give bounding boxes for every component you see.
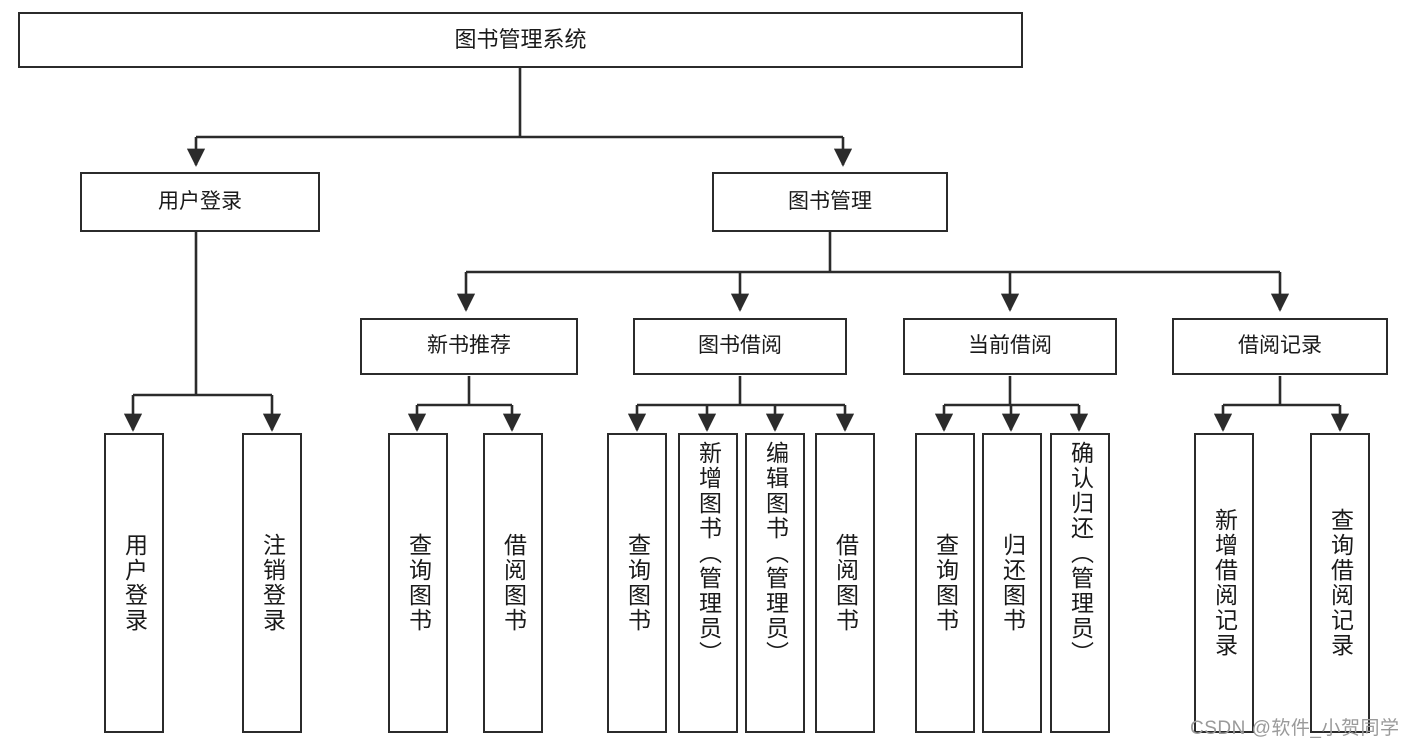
node-book-borrow[interactable]: 图书借阅 [633,318,847,375]
node-leaf-return-book[interactable]: 归还图书 [982,433,1042,733]
node-root[interactable]: 图书管理系统 [18,12,1023,68]
node-leaf-borrow-book-1-label: 借阅图书 [500,533,527,633]
node-leaf-edit-book-label: 编辑图书（管理员） [762,441,789,666]
node-leaf-user-login[interactable]: 用户登录 [104,433,164,733]
watermark-text: CSDN @软件_小贺同学 [1190,718,1400,739]
node-leaf-borrow-book-2-label: 借阅图书 [832,533,859,633]
node-leaf-query-book-1-label: 查询图书 [405,533,432,633]
node-leaf-query-book-3[interactable]: 查询图书 [915,433,975,733]
node-leaf-edit-book[interactable]: 编辑图书（管理员） [745,433,805,733]
node-borrow-record[interactable]: 借阅记录 [1172,318,1388,375]
node-leaf-add-book[interactable]: 新增图书（管理员） [678,433,738,733]
node-leaf-add-book-label: 新增图书（管理员） [695,441,722,666]
node-leaf-query-book-2-label: 查询图书 [624,533,651,633]
node-leaf-user-logout[interactable]: 注销登录 [242,433,302,733]
node-leaf-query-record[interactable]: 查询借阅记录 [1310,433,1370,733]
node-leaf-add-record[interactable]: 新增借阅记录 [1194,433,1254,733]
node-root-label: 图书管理系统 [454,27,587,53]
node-leaf-return-book-label: 归还图书 [999,533,1026,633]
node-current-borrow-label: 当前借阅 [968,334,1052,358]
node-book-manage[interactable]: 图书管理 [712,172,948,232]
node-leaf-borrow-book-2[interactable]: 借阅图书 [815,433,875,733]
node-user-login-label: 用户登录 [158,189,242,213]
node-leaf-confirm-return[interactable]: 确认归还（管理员） [1050,433,1110,733]
node-leaf-query-record-label: 查询借阅记录 [1327,508,1354,658]
node-borrow-record-label: 借阅记录 [1238,334,1322,358]
node-leaf-borrow-book-1[interactable]: 借阅图书 [483,433,543,733]
node-leaf-confirm-return-label: 确认归还（管理员） [1067,441,1094,666]
node-leaf-query-book-2[interactable]: 查询图书 [607,433,667,733]
node-leaf-user-login-label: 用户登录 [121,533,148,633]
node-book-manage-label: 图书管理 [788,189,872,213]
node-book-borrow-label: 图书借阅 [698,334,782,358]
node-new-book-recommend-label: 新书推荐 [427,334,511,358]
node-leaf-user-logout-label: 注销登录 [259,533,286,633]
node-leaf-add-record-label: 新增借阅记录 [1211,508,1238,658]
node-current-borrow[interactable]: 当前借阅 [903,318,1117,375]
node-leaf-query-book-3-label: 查询图书 [932,533,959,633]
node-user-login[interactable]: 用户登录 [80,172,320,232]
node-leaf-query-book-1[interactable]: 查询图书 [388,433,448,733]
node-new-book-recommend[interactable]: 新书推荐 [360,318,578,375]
